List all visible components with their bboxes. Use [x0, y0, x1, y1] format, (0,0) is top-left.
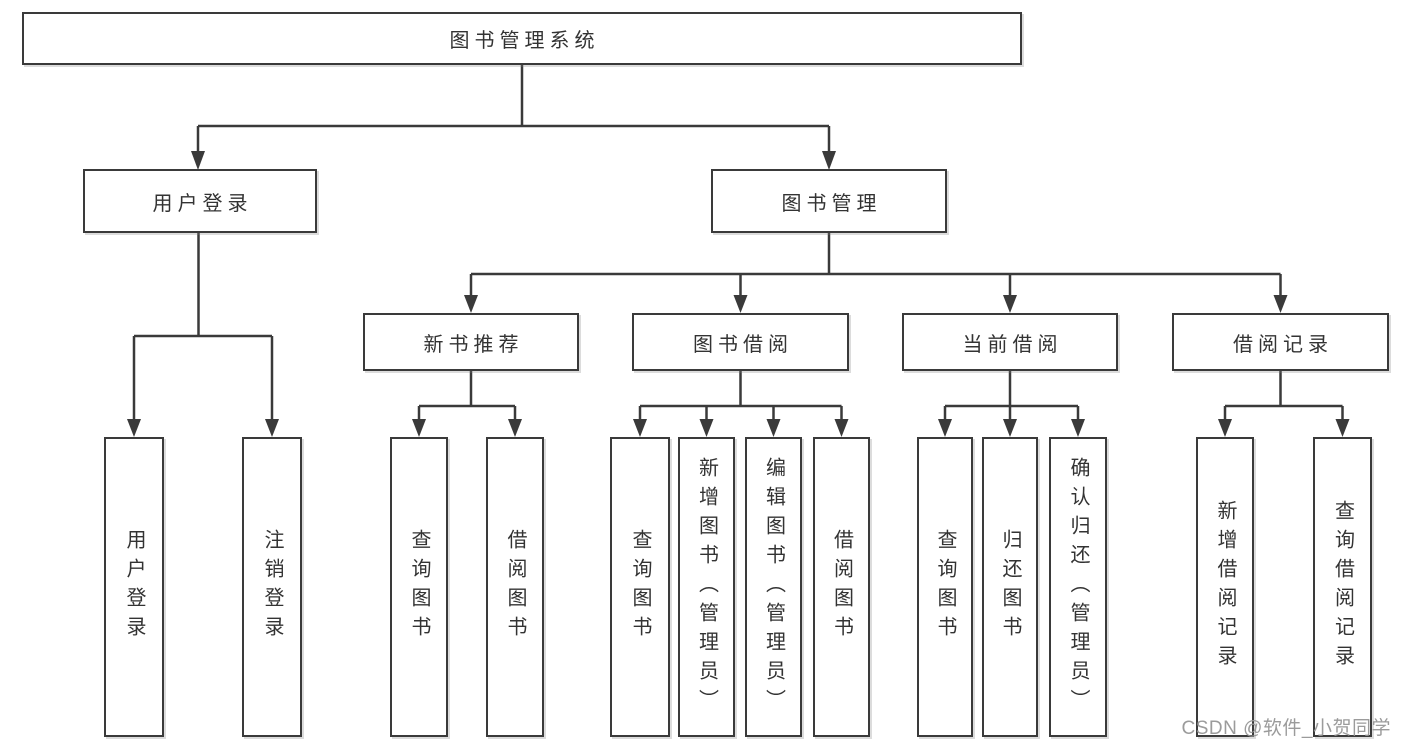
node-label: 查询图书	[408, 529, 430, 645]
leaf-query-borrow-record: 查询借阅记录	[1313, 437, 1372, 737]
node-new-book-recommendation: 新书推荐	[363, 313, 579, 371]
node-label: 用户登录	[152, 192, 253, 215]
leaf-return-books: 归还图书	[982, 437, 1038, 737]
node-label: 编辑图书（管理员）	[762, 456, 785, 718]
node-label: 新增借阅记录	[1214, 500, 1236, 674]
node-label: 注销登录	[261, 529, 283, 645]
node-label: 查询借阅记录	[1331, 500, 1354, 674]
leaf-confirm-return-admin: 确认归还（管理员）	[1049, 437, 1107, 737]
node-book-management-system: 图书管理系统	[22, 12, 1022, 65]
node-label: 图书管理系统	[449, 30, 600, 52]
node-current-borrowing: 当前借阅	[902, 313, 1118, 371]
node-book-management: 图书管理	[711, 169, 947, 233]
leaf-borrow-books-recommend: 借阅图书	[486, 437, 544, 737]
node-label: 图书管理	[781, 192, 882, 215]
node-label: 新增图书（管理员）	[695, 456, 718, 718]
node-borrowing-records: 借阅记录	[1172, 313, 1389, 371]
node-label: 查询图书	[629, 529, 651, 645]
leaf-borrow-books: 借阅图书	[813, 437, 870, 737]
node-label: 借阅图书	[504, 529, 526, 645]
node-label: 新书推荐	[423, 333, 524, 356]
node-label: 借阅记录	[1233, 333, 1333, 356]
node-label: 用户登录	[123, 529, 145, 645]
node-label: 查询图书	[934, 529, 956, 645]
node-user-login: 用户登录	[83, 169, 317, 233]
csdn-watermark: CSDN @软件_小贺同学	[1181, 718, 1391, 739]
leaf-add-borrow-record: 新增借阅记录	[1196, 437, 1254, 737]
node-label: 图书借阅	[693, 333, 793, 356]
leaf-query-books-current: 查询图书	[917, 437, 973, 737]
leaf-logout: 注销登录	[242, 437, 302, 737]
leaf-user-login: 用户登录	[104, 437, 164, 737]
leaf-edit-books-admin: 编辑图书（管理员）	[745, 437, 802, 737]
arrowheads	[127, 151, 1350, 437]
node-book-borrowing: 图书借阅	[632, 313, 849, 371]
leaf-query-books-recommend: 查询图书	[390, 437, 448, 737]
node-label: 借阅图书	[830, 529, 853, 645]
node-label: 归还图书	[999, 529, 1021, 645]
leaf-add-books-admin: 新增图书（管理员）	[678, 437, 735, 737]
leaf-query-books-borrow: 查询图书	[610, 437, 670, 737]
node-label: 确认归还（管理员）	[1067, 456, 1089, 718]
node-label: 当前借阅	[962, 333, 1063, 356]
